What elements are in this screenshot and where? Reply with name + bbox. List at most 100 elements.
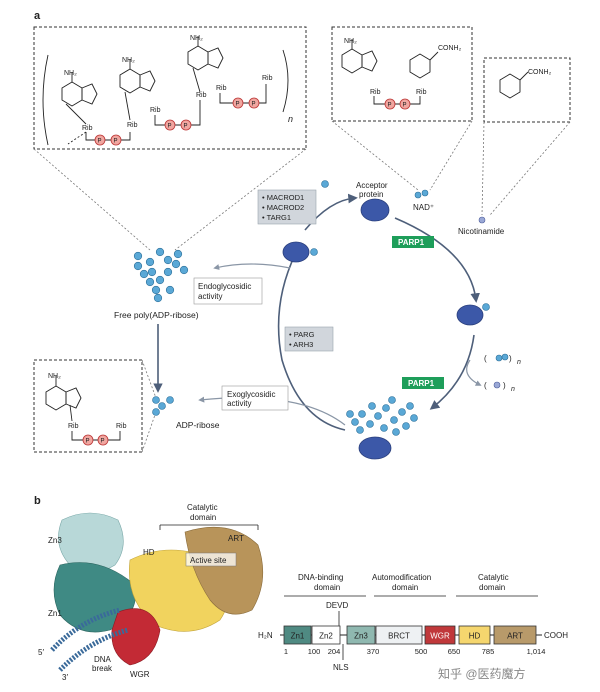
phosphate-2b-label: P xyxy=(184,124,188,130)
label-wgr-3d: WGR xyxy=(130,670,150,679)
position-3: 370 xyxy=(367,647,380,656)
nicotinamide-structure: CONH₂ xyxy=(499,69,552,99)
catalytic-line-2: domain xyxy=(479,583,505,592)
right-bracket xyxy=(282,49,289,113)
adp-bead-2 xyxy=(158,402,166,410)
label-dna-break-1: DNA xyxy=(94,655,112,664)
phosphate-2a xyxy=(164,119,176,131)
acceptor-line-1: Acceptor xyxy=(356,181,388,190)
pp-link-1 xyxy=(85,132,131,141)
domain-brct xyxy=(375,625,423,645)
nad-label: NAD⁺ xyxy=(413,203,434,212)
n-bead-1b xyxy=(501,353,509,361)
devd-label: DEVD xyxy=(326,601,348,610)
nad-bead-1 xyxy=(414,191,422,199)
arrow-parp1-bottom xyxy=(429,334,475,410)
n-bead-1a xyxy=(495,354,503,362)
domain-label-wgr: WGR xyxy=(430,632,450,641)
adenine-1-nh2: NH₂ xyxy=(64,70,77,77)
nicotinamide-conh2: CONH₂ xyxy=(528,69,552,76)
rib-5: Rib xyxy=(216,85,227,92)
label-hd: HD xyxy=(143,548,155,557)
nicotinamide-label: Nicotinamide xyxy=(458,227,505,236)
adenine-2 xyxy=(119,58,156,94)
label-3prime: 3′ xyxy=(62,673,68,682)
left-bracket xyxy=(42,54,49,146)
phosphate-1b-label: P xyxy=(114,139,118,145)
adenine-2-nh2: NH₂ xyxy=(122,57,135,64)
parp1-bottom-label: PARP1 xyxy=(408,379,435,388)
endo-line-1: Endoglycosidic xyxy=(198,282,251,291)
phosphate-3a xyxy=(232,97,244,109)
exo-line-1: Exoglycosidic xyxy=(227,390,275,399)
endo-arrow xyxy=(213,263,291,270)
n-paren-open-1: ( xyxy=(484,354,487,363)
exo-line-2: activity xyxy=(227,399,251,408)
bracket-subscript: n xyxy=(288,114,293,124)
label-active-site: Active site xyxy=(190,556,227,565)
phosphate-1b xyxy=(110,134,122,146)
adenine-1 xyxy=(61,71,98,107)
enzyme-macrod2: • MACROD2 xyxy=(262,203,304,212)
automod-line-2: domain xyxy=(392,583,418,592)
mono-adp-protein xyxy=(456,304,484,326)
pp-link-2 xyxy=(154,100,201,126)
nad-adenine-nh2: NH₂ xyxy=(344,38,357,45)
zn1-domain-surface xyxy=(53,562,137,633)
acceptor-protein-blob xyxy=(360,198,390,222)
panel-b-label: b xyxy=(34,495,41,507)
label-zn3: Zn3 xyxy=(48,536,62,545)
nicotinamide-bead xyxy=(478,216,486,224)
adenine-3-nh2: NH₂ xyxy=(190,35,203,42)
position-4: 500 xyxy=(415,647,428,656)
enzyme-macrod1: • MACROD1 xyxy=(262,193,304,202)
adp-rib-2: Rib xyxy=(116,423,127,430)
enzyme-parg: • PARG xyxy=(289,330,315,339)
adp-ribose-label: ADP-ribose xyxy=(176,420,220,430)
pp-link-3 xyxy=(219,84,267,104)
active-site-box xyxy=(185,552,237,567)
catalytic-3d-line-1: Catalytic xyxy=(187,503,218,512)
domain-label-zn3: Zn3 xyxy=(354,632,368,641)
acceptor-line-2: protein xyxy=(359,190,383,199)
domain-hd xyxy=(458,625,491,645)
adp-nh2: NH₂ xyxy=(48,373,61,380)
n-paren-close-1: ) xyxy=(509,354,512,363)
domain-wgr xyxy=(424,625,456,645)
label-zn1: Zn1 xyxy=(48,609,62,618)
parg-enzyme-box xyxy=(284,326,334,352)
domain-label-zn1: Zn1 xyxy=(291,632,305,641)
catalytic-3d-line-2: domain xyxy=(190,513,216,522)
polymer-structure-box xyxy=(33,26,307,150)
phosphate-1a xyxy=(94,134,106,146)
nad-rib-2: Rib xyxy=(416,89,427,96)
dna-binding-line-2: domain xyxy=(314,583,340,592)
position-1: 100 xyxy=(308,647,321,656)
adp-phosphate-b: P xyxy=(101,439,105,445)
domain-art xyxy=(493,625,537,645)
free-par-polymer xyxy=(133,247,189,303)
wgr-domain-surface xyxy=(111,608,161,666)
endo-box xyxy=(193,277,263,305)
adp-bead-3 xyxy=(152,408,160,416)
c-terminus: COOH xyxy=(544,631,568,640)
position-6: 785 xyxy=(482,647,495,656)
label-5prime: 5′ xyxy=(38,648,44,657)
domain-zn3 xyxy=(346,625,376,645)
nad-structure: NH₂ CONH₂ Rib Rib P P xyxy=(341,38,462,110)
nad-rib-1: Rib xyxy=(370,89,381,96)
poly-adp-ribose-structure: n NH₂ NH₂ NH₂ Rib Rib Rib Rib Rib Rib P … xyxy=(42,35,293,146)
parylation-cycle xyxy=(277,193,480,431)
label-dna-break-2: break xyxy=(92,664,113,673)
watermark: 知乎 @医药魔方 xyxy=(438,666,526,681)
rib-6: Rib xyxy=(262,75,273,82)
removed-adp-bead xyxy=(321,180,329,188)
domain-label-art: ART xyxy=(507,632,523,641)
parp1-3d-structure xyxy=(50,512,264,672)
nad-conh2: CONH₂ xyxy=(438,45,462,52)
n-arrow xyxy=(466,359,482,386)
zn3-domain-surface xyxy=(58,512,124,572)
adp-ribose-structure: NH₂ Rib Rib P P xyxy=(45,373,127,446)
